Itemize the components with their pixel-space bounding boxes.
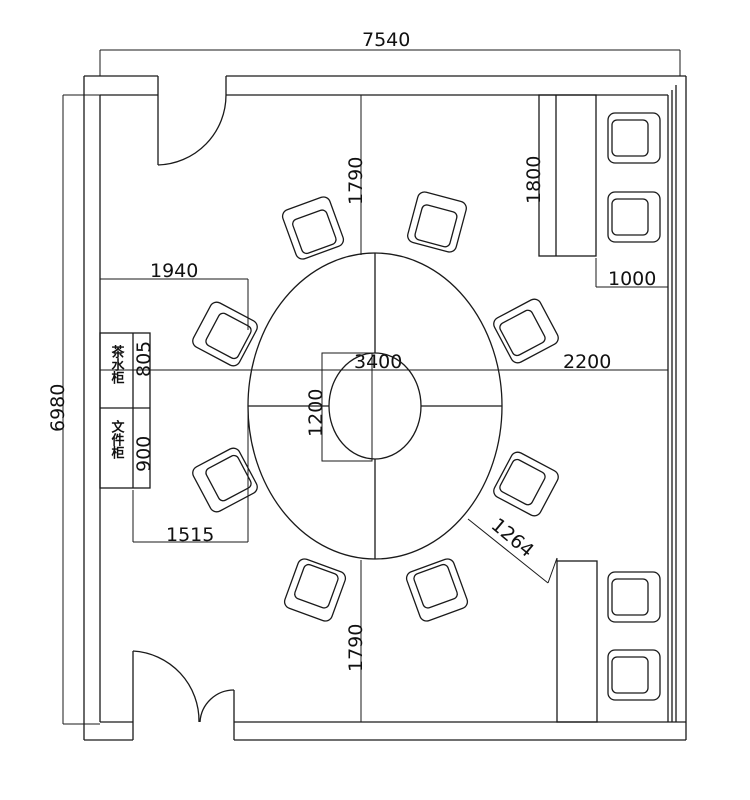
armchair-icon	[281, 196, 345, 260]
overall-height-label: 6980	[47, 384, 69, 432]
armchair-icon	[607, 191, 661, 243]
sofa-clearance-label: 1000	[608, 268, 656, 290]
right-gap-label: 2200	[563, 351, 611, 373]
overall-height-dimension: 6980	[47, 94, 100, 725]
overall-width-dimension: 7540	[99, 29, 681, 76]
sofa-depth-label: 1800	[523, 156, 545, 204]
bottom-door	[132, 650, 235, 723]
armchair-icon	[607, 112, 661, 164]
armchair-icon	[405, 558, 469, 622]
sofa-bottom-right	[556, 560, 598, 723]
file-cabinet-length-label: 900	[133, 436, 155, 472]
table-diameter-label: 3400	[354, 351, 402, 373]
armchair-icon	[607, 571, 661, 623]
armchair-icon	[607, 649, 661, 701]
sofa-top-right	[538, 94, 597, 257]
top-door	[157, 94, 227, 166]
armchair-icon	[192, 301, 258, 367]
armchair-icon	[283, 558, 347, 622]
overall-width-label: 7540	[362, 29, 410, 51]
chairs	[192, 112, 661, 701]
armchair-icon	[493, 298, 559, 364]
diagonal-dimension-line	[467, 518, 549, 584]
bottom-gap-label: 1790	[345, 624, 367, 672]
armchair-icon	[407, 191, 467, 253]
armchair-icon	[192, 447, 258, 513]
left-zone-width-label: 1940	[150, 260, 198, 282]
tea-cabinet-length-label: 805	[133, 341, 155, 377]
left-zone-bottom-label: 1515	[166, 524, 214, 546]
table-inner-label: 1200	[305, 389, 327, 437]
file-cabinet-label: 文件柜	[109, 419, 126, 459]
round-table	[247, 252, 503, 560]
cabinet-block: 茶水柜 文件柜 805 900	[99, 332, 155, 489]
zone-lines	[100, 95, 668, 722]
top-gap-label: 1790	[345, 157, 367, 205]
tea-cabinet-label: 茶水柜	[109, 344, 126, 384]
armchair-icon	[493, 451, 559, 517]
